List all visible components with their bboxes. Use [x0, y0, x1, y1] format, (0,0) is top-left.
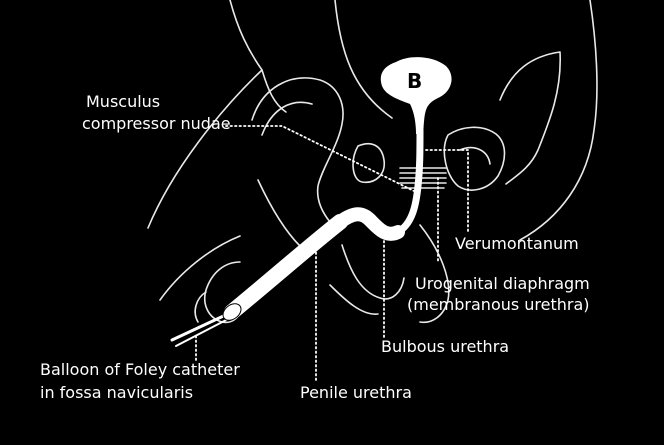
- ischial-bone-outline: [443, 126, 506, 191]
- glans-tip: [194, 291, 207, 323]
- bladder-shape: [380, 57, 452, 134]
- foley-balloon: [222, 303, 242, 321]
- bladder: B: [380, 57, 452, 134]
- upper-left-contour: [261, 69, 287, 113]
- label-balloon-line2: in fossa navicularis: [40, 383, 193, 402]
- label-urogenital-line2: (membranous urethra): [407, 295, 590, 314]
- label-musculus-line1: Musculus: [86, 92, 160, 111]
- foley-catheter-tube-2: [175, 317, 231, 347]
- label-penile: Penile urethra: [300, 383, 412, 402]
- perineal-contour: [419, 224, 450, 324]
- penile-shaft-upper: [257, 179, 306, 259]
- symphysis-outline: [352, 142, 386, 184]
- right-pelvic-outer: [519, 0, 598, 241]
- penile-shaft-lower: [159, 235, 241, 301]
- label-urogenital-line1: Urogenital diaphragm: [415, 274, 590, 293]
- leader-verumontanum: [425, 149, 469, 233]
- posterior-urethra: [394, 126, 424, 236]
- label-musculus-line2: compressor nudae: [82, 114, 231, 133]
- right-pelvic-outline: [499, 51, 562, 185]
- bulbous-urethra-path: [333, 207, 405, 241]
- label-bulbous: Bulbous urethra: [381, 337, 509, 356]
- bladder-letter: B: [407, 69, 422, 93]
- leader-musculus: [225, 125, 421, 195]
- scrotum-outline: [329, 284, 379, 315]
- labels: Musculus compressor nudae Verumontanum U…: [40, 92, 590, 402]
- urethra: [170, 126, 424, 347]
- glans-outline: [204, 261, 241, 324]
- penile-urethra-path: [224, 214, 348, 320]
- leader-lines: [195, 125, 469, 383]
- label-verumontanum: Verumontanum: [455, 234, 579, 253]
- bulb-outline: [341, 244, 405, 300]
- pubic-bone-inner: [261, 101, 313, 136]
- pelvic-inlet-curve: [334, 0, 393, 119]
- pubic-bone-outline: [251, 77, 344, 223]
- ischial-bone-inner: [459, 146, 491, 165]
- foley-catheter-tube: [170, 310, 234, 342]
- urogenital-diaphragm-lines: [399, 167, 447, 189]
- outer-body-contour: [147, 0, 263, 229]
- label-balloon-line1: Balloon of Foley catheter: [40, 360, 240, 379]
